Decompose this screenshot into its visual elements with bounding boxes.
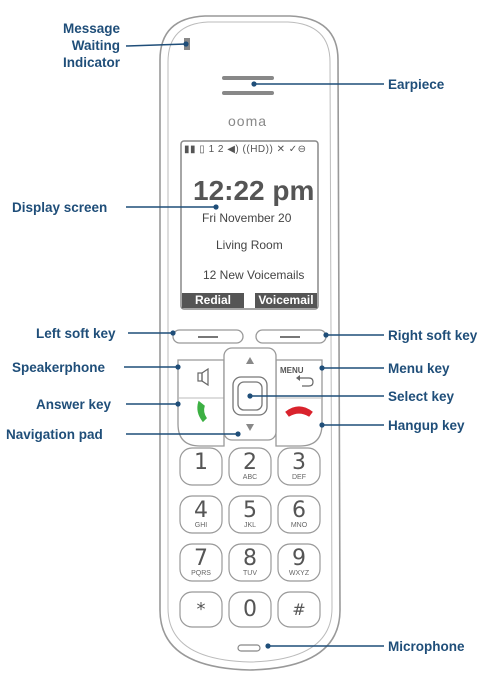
key-0[interactable]	[228, 591, 272, 628]
key-2[interactable]	[228, 447, 272, 486]
key-3[interactable]	[277, 447, 321, 486]
key-7[interactable]	[179, 543, 223, 582]
key-1[interactable]	[179, 447, 223, 486]
display-screen	[180, 140, 319, 310]
label-earpiece: Earpiece	[388, 77, 445, 92]
clock-date: Fri November 20	[202, 211, 292, 225]
label-select-key: Select key	[388, 389, 455, 404]
back-arrowhead-icon	[296, 375, 300, 381]
leader-lines	[124, 41, 384, 649]
label-left-soft-key: Left soft key	[36, 326, 116, 341]
label-right-soft-key: Right soft key	[388, 328, 478, 343]
answer-phone-icon	[197, 400, 207, 423]
phone-body-inner-outline	[167, 21, 333, 663]
left-soft-key-dash	[198, 336, 218, 338]
soft-label-redial: Redial	[182, 293, 244, 308]
keypad	[179, 447, 321, 628]
nav-up-arrow-icon	[246, 357, 254, 364]
label-message-waiting-indicator: Message Waiting Indicator	[62, 21, 120, 70]
key-4[interactable]	[179, 495, 223, 534]
key-star[interactable]	[179, 591, 223, 628]
key-star-text: *	[196, 599, 206, 620]
speaker-icon	[197, 367, 209, 387]
label-microphone: Microphone	[388, 639, 465, 654]
earpiece-slot-top	[222, 76, 274, 80]
label-speakerphone: Speakerphone	[12, 360, 106, 375]
microphone-slot	[237, 644, 261, 652]
right-soft-key-dash	[280, 336, 300, 338]
soft-label-voicemail: Voicemail	[255, 293, 317, 308]
nav-down-arrow-icon	[246, 424, 254, 431]
key-1-text: 1	[194, 450, 208, 475]
key-8[interactable]	[228, 543, 272, 582]
label-menu-key: Menu key	[388, 361, 450, 376]
room-name: Living Room	[216, 238, 283, 252]
label-navigation-pad: Navigation pad	[6, 427, 103, 442]
key-5[interactable]	[228, 495, 272, 534]
label-hangup-key: Hangup key	[388, 418, 465, 433]
voicemail-count: 12 New Voicemails	[203, 268, 305, 282]
menu-key-label: MENU	[280, 366, 304, 375]
brand-logo: ooma	[228, 113, 268, 129]
key-6[interactable]	[277, 495, 321, 534]
key-hash-text: #	[292, 600, 306, 619]
key-9[interactable]	[277, 543, 321, 582]
label-display-screen: Display screen	[12, 200, 108, 215]
back-arrow-icon	[300, 377, 314, 387]
leader-message-waiting	[125, 43, 187, 47]
clock-time: 12:22 pm	[193, 175, 315, 206]
status-icons-row: ▮▮ ▯ 1 2 ◀) ((HD)) ✕ ✓⊖	[184, 144, 307, 155]
label-answer-key: Answer key	[36, 397, 112, 412]
key-0-text: 0	[243, 597, 257, 622]
earpiece-slot-bottom	[222, 91, 274, 95]
key-hash[interactable]	[277, 591, 321, 628]
hangup-phone-icon	[285, 406, 313, 417]
